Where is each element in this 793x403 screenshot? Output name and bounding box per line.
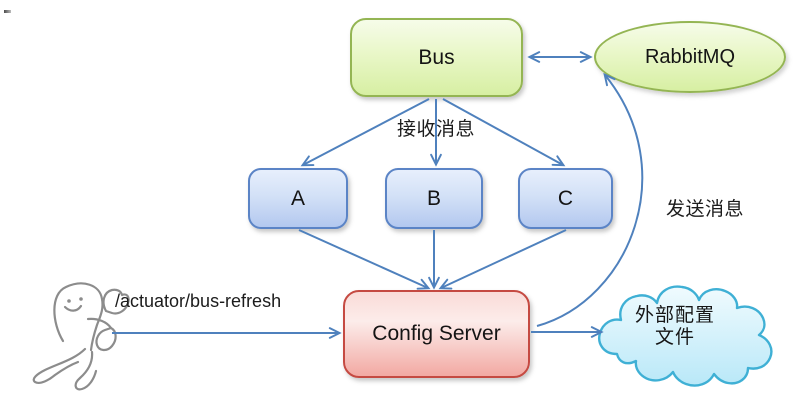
person-front-leg	[74, 350, 98, 391]
edge-label-refresh-endpoint: /actuator/bus-refresh	[115, 291, 282, 311]
service-c-label: C	[557, 186, 574, 210]
node-service-b: B	[385, 168, 483, 229]
person-smile	[63, 304, 83, 312]
external-config-label-line1: 外部配置	[634, 305, 715, 326]
bus-label: Bus	[418, 45, 455, 69]
arrow-c-to-config	[441, 229, 567, 288]
node-service-a: A	[248, 168, 348, 229]
person-hand	[95, 326, 117, 352]
rabbitmq-label: RabbitMQ	[644, 45, 736, 68]
screen-artifact	[4, 10, 11, 13]
config-server-label: Config Server	[372, 322, 501, 345]
arrow-a-to-config	[298, 229, 428, 288]
node-rabbitmq: RabbitMQ	[594, 21, 786, 93]
node-service-c: C	[518, 168, 613, 229]
edge-label-send-message: 发送消息	[666, 199, 745, 220]
service-a-label: A	[290, 186, 305, 210]
person-body	[53, 282, 104, 352]
service-b-label: B	[426, 186, 441, 210]
external-config-label-line2: 文件	[654, 327, 695, 348]
person-face	[67, 297, 83, 303]
external-config-label: 外部配置 文件	[608, 305, 742, 349]
node-config-server: Config Server	[343, 290, 530, 378]
person-arm	[86, 317, 113, 330]
edge-label-receive-message: 接收消息	[397, 119, 476, 140]
node-bus: Bus	[350, 18, 523, 97]
person-back-leg	[32, 347, 87, 384]
